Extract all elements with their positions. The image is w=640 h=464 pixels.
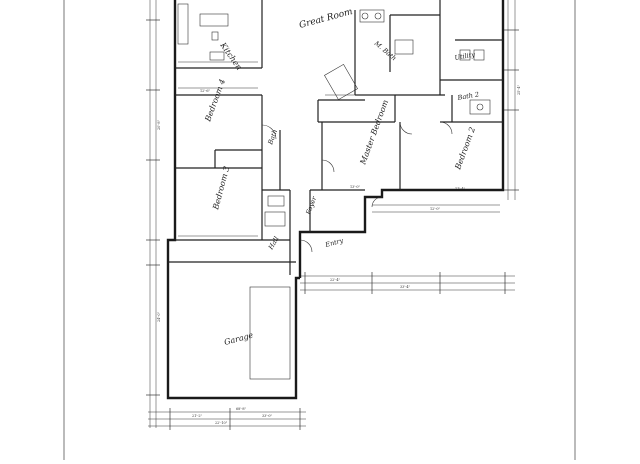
fixtures bbox=[177, 3, 491, 380]
dim-rear-width: 12'-0" bbox=[430, 207, 441, 211]
dim-left-depth: 20'-8" bbox=[157, 119, 161, 130]
room-label-utility: Utility bbox=[454, 50, 476, 62]
dim-right-width: 33'-4" bbox=[400, 285, 411, 289]
room-label-kitchen: Kitchen bbox=[218, 40, 244, 72]
dim-bottom-overall: 68'-8" bbox=[236, 407, 247, 411]
dim-bed4-width: 12'-6" bbox=[200, 89, 211, 93]
room-label-bath: Bath bbox=[266, 128, 279, 146]
dim-garage-depth: 24'-0" bbox=[157, 311, 161, 322]
dim-entry-width: 22'-4" bbox=[330, 278, 341, 282]
room-label-master-bath: M. Bath bbox=[372, 39, 398, 63]
room-label-entry: Entry bbox=[323, 236, 344, 249]
interior-walls bbox=[168, 0, 503, 275]
dim-mbed-width: 13'-0" bbox=[350, 185, 361, 189]
dim-right-depth: 25'-4" bbox=[517, 84, 521, 95]
dim-bottom-left: 21'-2" bbox=[192, 414, 203, 418]
room-label-bedroom-3: Bedroom 3 bbox=[211, 165, 231, 211]
room-labels: Kitchen Great Room M. Bath Bedroom 4 Bed… bbox=[203, 7, 480, 347]
room-label-garage: Garage bbox=[223, 331, 254, 347]
room-label-bath-2: Bath 2 bbox=[456, 90, 480, 102]
room-label-master-bedroom: Master Bedroom bbox=[358, 98, 390, 166]
room-label-bedroom-2: Bedroom 2 bbox=[453, 126, 477, 172]
room-label-hall: Hall bbox=[266, 235, 280, 252]
room-label-great-room: Great Room bbox=[298, 7, 354, 31]
dimension-lines bbox=[146, 0, 519, 430]
room-label-bedroom-4: Bedroom 4 bbox=[203, 78, 227, 124]
dim-bottom-right: 33'-0" bbox=[262, 414, 273, 418]
dim-garage-width: 22'-10" bbox=[215, 421, 228, 425]
sheet-border bbox=[63, 0, 576, 460]
room-label-foyer: Foyer bbox=[304, 195, 319, 217]
